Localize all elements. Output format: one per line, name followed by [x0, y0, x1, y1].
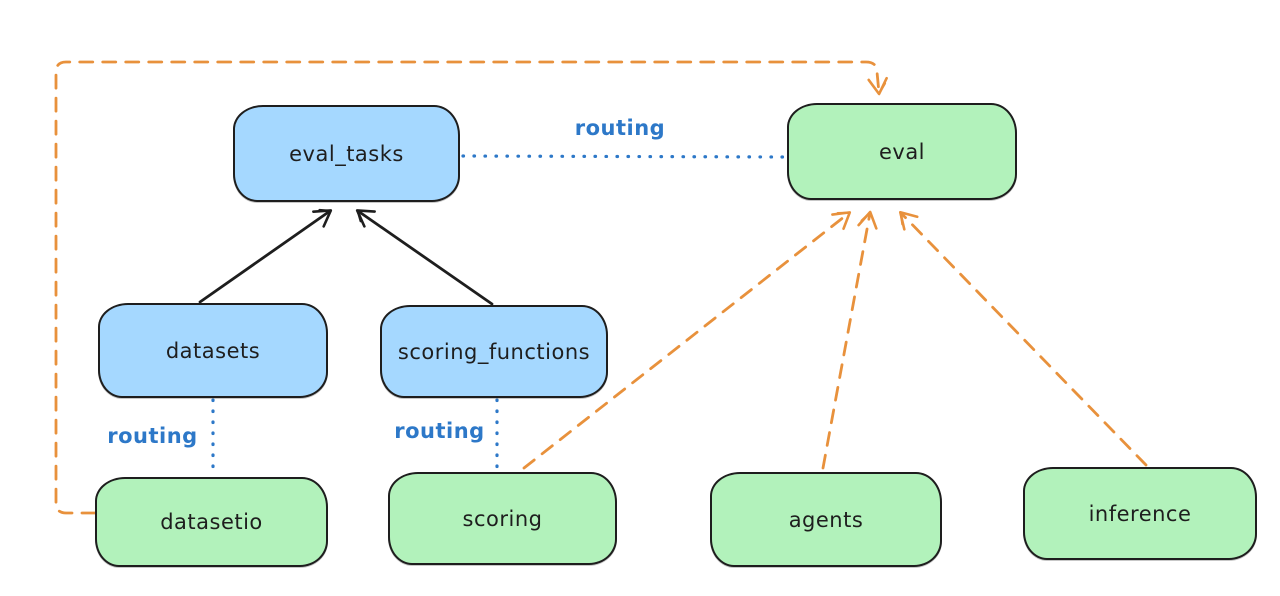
node-scoring-functions-label: scoring_functions	[397, 339, 591, 364]
edge-agents-to-eval	[821, 210, 878, 470]
node-eval-tasks-label: eval_tasks	[289, 141, 404, 166]
node-agents: agents	[710, 472, 942, 567]
node-datasetio-label: datasetio	[160, 510, 263, 534]
node-eval-tasks: eval_tasks	[233, 105, 460, 202]
node-scoring-functions: scoring_functions	[380, 305, 608, 398]
edge-scoring-functions-to-eval-tasks	[355, 209, 494, 306]
edge-label-routing-datasets-to-datasetio: routing	[107, 424, 198, 448]
edge-label-routing-scoring-functions-to-scoring: routing	[394, 419, 485, 443]
node-datasetio: datasetio	[95, 477, 328, 567]
edge-inference-to-eval	[899, 210, 1148, 467]
node-agents-label: agents	[788, 507, 864, 532]
edge-label-routing-eval-tasks-to-eval: routing	[574, 116, 666, 140]
node-inference-label: inference	[1088, 501, 1192, 526]
edge-eval-tasks-to-eval	[461, 154, 788, 159]
node-scoring-label: scoring	[462, 506, 543, 531]
edge-datasets-to-eval-tasks	[198, 208, 333, 304]
node-eval: eval	[787, 103, 1017, 200]
node-datasets-label: datasets	[165, 338, 261, 363]
node-datasets: datasets	[98, 303, 328, 398]
edge-scoring-to-eval	[522, 211, 852, 470]
edge-datasetio-to-eval	[54, 60, 888, 515]
node-scoring: scoring	[388, 472, 617, 565]
node-inference: inference	[1023, 467, 1257, 560]
node-eval-label: eval	[878, 139, 926, 164]
